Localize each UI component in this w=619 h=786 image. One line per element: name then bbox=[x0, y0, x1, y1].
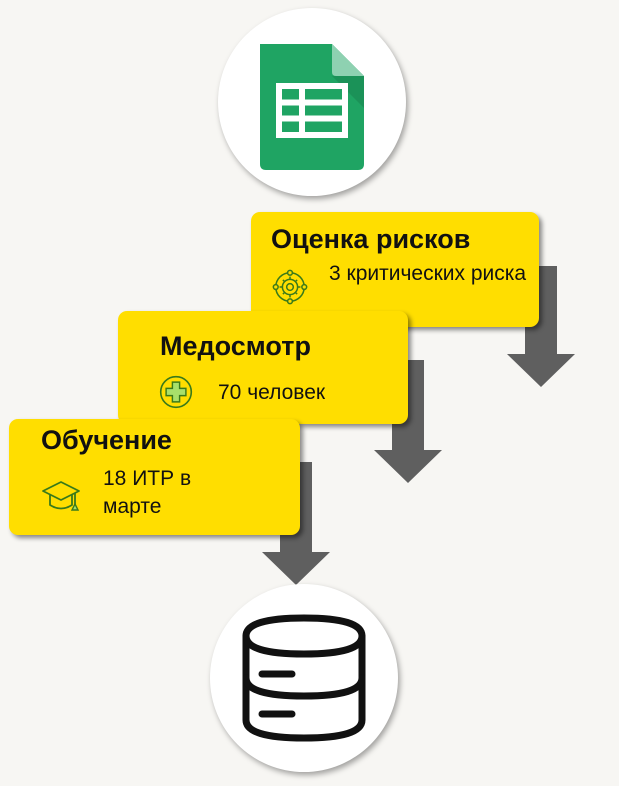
card-text: 70 человек bbox=[218, 381, 326, 404]
card-risk-assessment: Оценка рисков 3 критических риска bbox=[251, 212, 539, 327]
card-title: Обучение bbox=[41, 425, 172, 455]
database-icon bbox=[242, 614, 366, 742]
risk-gear-icon bbox=[272, 269, 308, 305]
card-medical-check: Медосмотр 70 человек bbox=[118, 311, 408, 424]
target-circle bbox=[210, 584, 398, 772]
card-text: 18 ИТР в марте bbox=[103, 467, 192, 518]
arrow-down-risk bbox=[507, 266, 575, 387]
graduation-cap-icon bbox=[42, 481, 80, 511]
spreadsheet-icon bbox=[260, 44, 364, 170]
arrow-down-med bbox=[374, 360, 442, 483]
medical-plus-icon bbox=[159, 375, 193, 409]
card-training: Обучение 18 ИТР в марте bbox=[9, 419, 300, 535]
card-title: Оценка рисков bbox=[271, 224, 471, 254]
card-text: 3 критических риска bbox=[329, 262, 527, 285]
card-title: Медосмотр bbox=[160, 331, 311, 361]
source-circle bbox=[218, 8, 406, 196]
